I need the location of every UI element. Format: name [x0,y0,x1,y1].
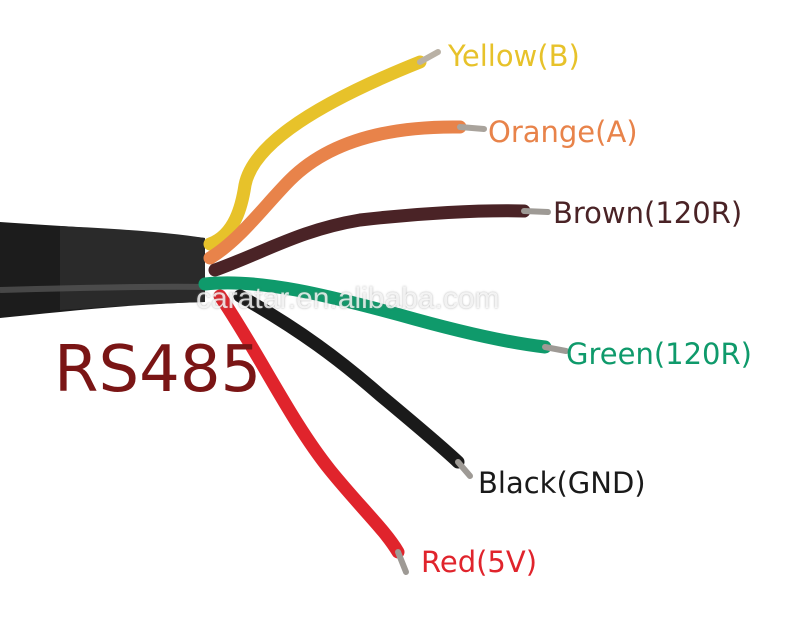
wire-black-tip [455,459,473,479]
wire-red [213,289,405,559]
wire-green [198,276,552,354]
wire-yellow-tip [417,49,441,65]
heat-shrink-sleeve [60,226,205,310]
wire-brown [208,204,531,277]
wire-orange-tip [457,124,487,132]
wire-orange [203,120,467,265]
label-yellow: Yellow(B) [448,39,580,73]
wire-brown-tip [521,208,551,215]
wire-black [233,289,465,469]
label-brown: Brown(120R) [553,196,743,230]
label-red: Red(5V) [421,545,538,579]
jacket-highlight [0,283,206,293]
rs485-title: RS485 [54,333,262,407]
label-orange: Orange(A) [488,115,638,149]
watermark-text: caratar.en.alibaba.com [196,282,500,315]
wire-yellow [203,55,427,251]
label-green: Green(120R) [566,337,752,371]
wire-green-tip [542,344,569,354]
wire-red-tip [395,549,409,575]
label-black: Black(GND) [478,466,646,500]
